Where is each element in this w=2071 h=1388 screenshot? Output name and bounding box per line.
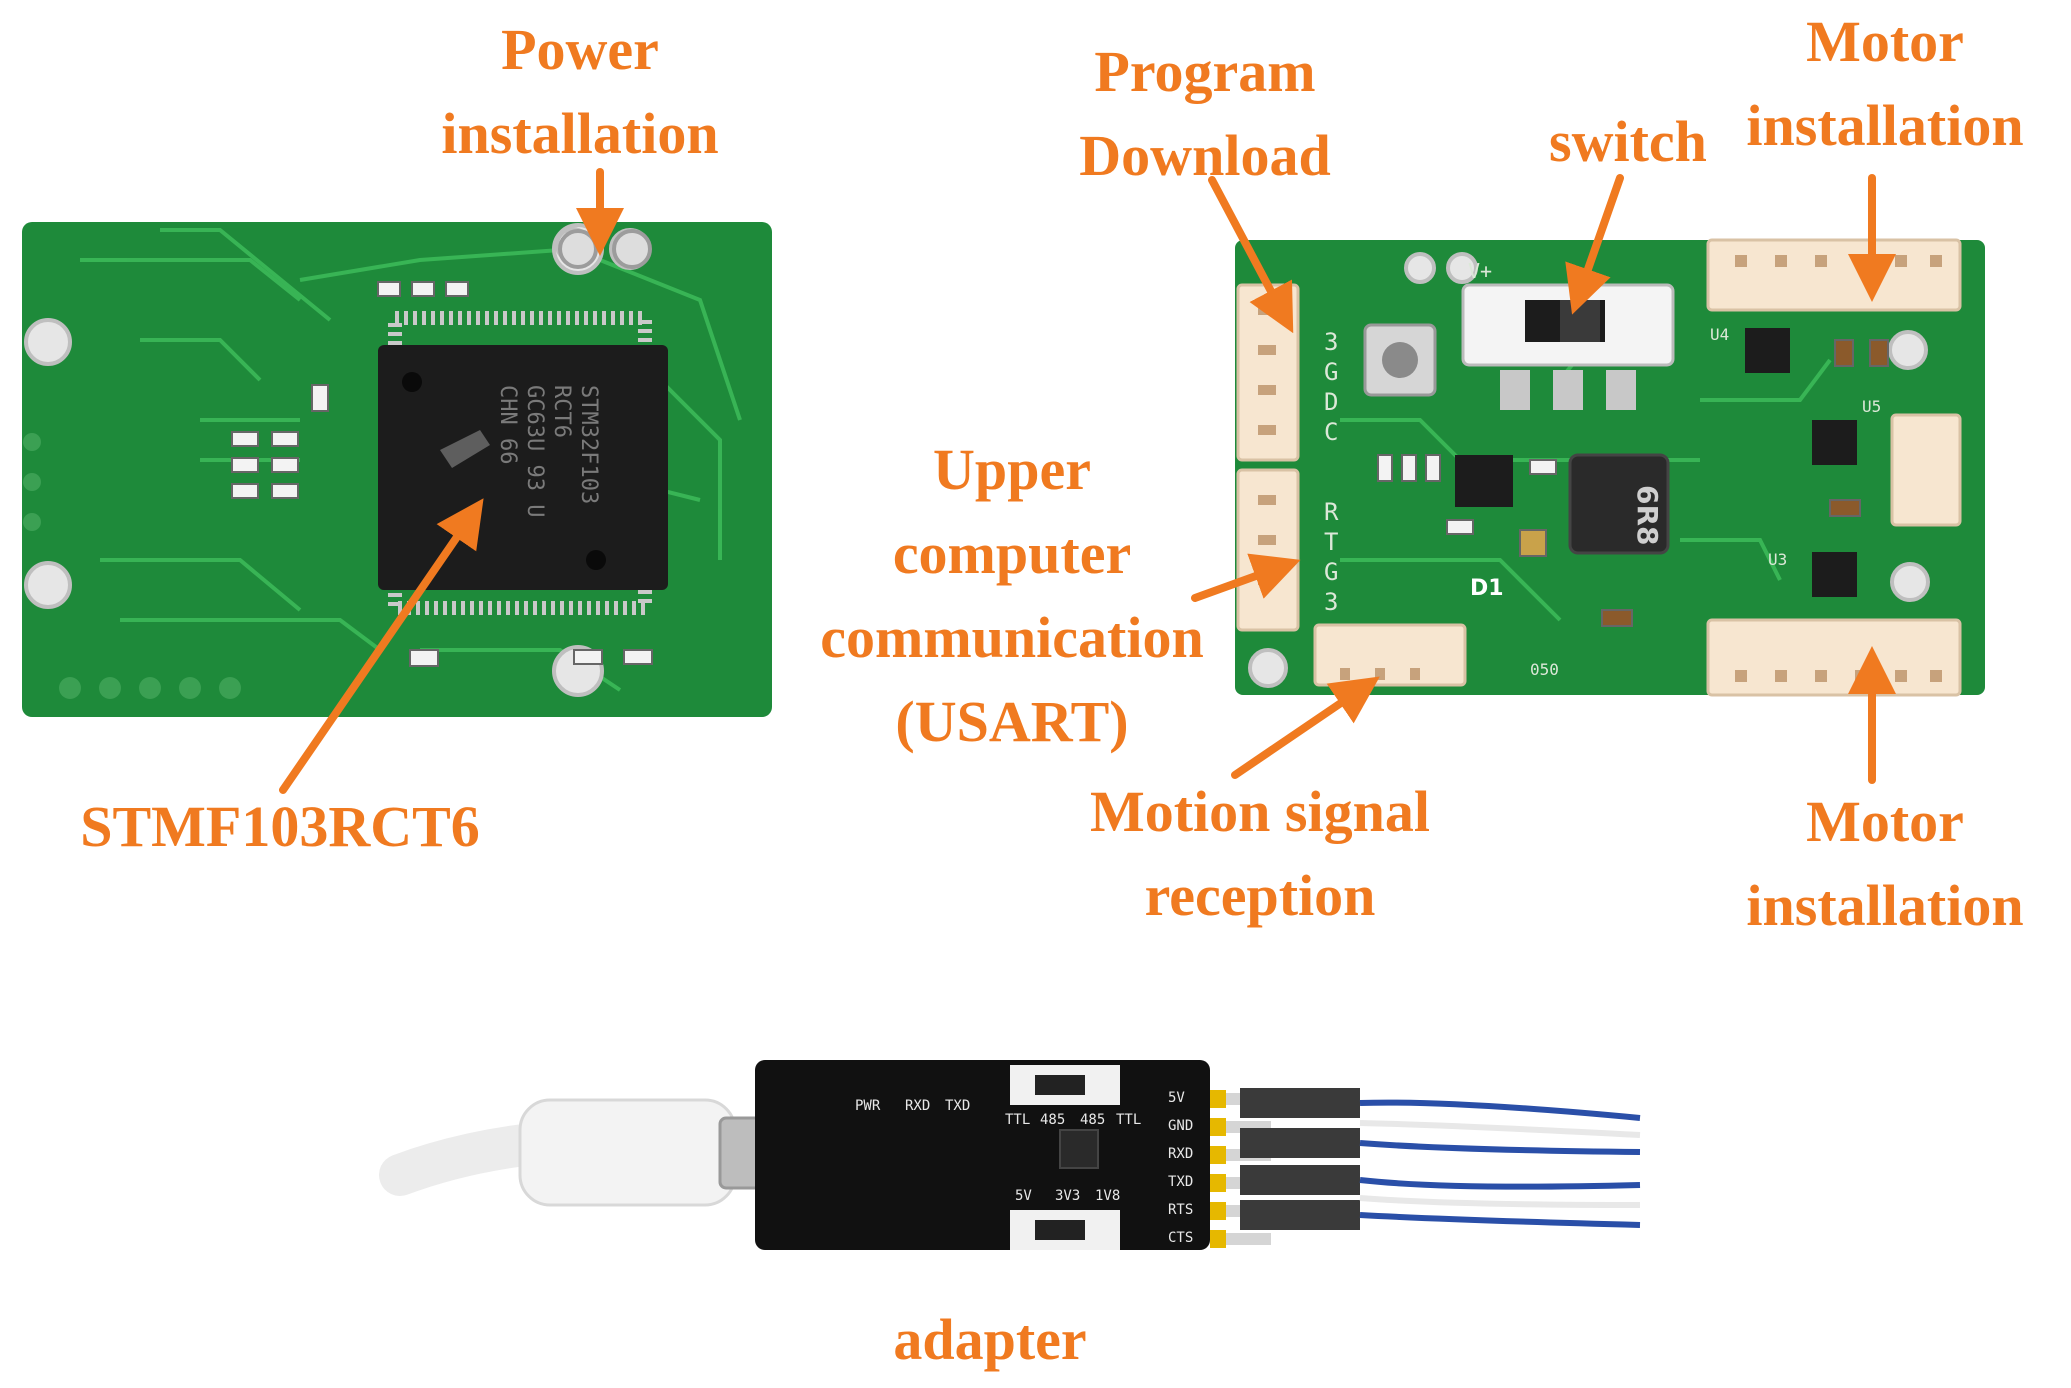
adapter-pin-label: CTS [1168,1230,1193,1246]
silk-label: U5 [1862,397,1881,416]
label-line: installation [1746,873,2024,938]
adapter-label: RXD [905,1098,930,1114]
adapter-label: PWR [855,1098,881,1114]
adapter-pin-label: RTS [1168,1202,1193,1218]
label-adapter: adapter [820,1298,1160,1382]
silk-label: U3 [1768,550,1787,569]
chip-marking-line: STM32F103 [576,385,601,504]
inductor-marking: 6R8 [1631,485,1664,546]
chip-marking-line: CHN 66 [495,385,520,464]
label-line: installation [441,101,719,166]
st-logo [440,430,490,468]
label-line: Motion signal [1090,779,1430,844]
label-line: Motor [1806,789,1964,854]
label-motor-top: Motor installation [1715,0,2055,168]
label-upper-computer: Upper computer communication (USART) [782,428,1242,764]
label-line: Upper [933,437,1091,502]
driver-board: 3 G D C R T G 3 V+ [1235,238,1985,697]
arrow-switch [1565,174,1624,315]
silk-label: C [1324,418,1338,446]
silk-label: D [1324,388,1338,416]
adapter-label: 1V8 [1095,1188,1120,1204]
adapter-pin-label: RXD [1168,1146,1193,1162]
label-motion-signal: Motion signal reception [1040,770,1480,938]
motor-header-bottom [1706,618,1962,697]
adapter-pin-label: TXD [1168,1174,1193,1190]
motor-header-top [1706,238,1962,312]
adapter-label: 5V [1015,1188,1032,1204]
silk-label: V+ [1468,259,1492,283]
adapter-pin-label: 5V [1168,1090,1185,1106]
adapter-label: TXD [945,1098,970,1114]
silk-label: G [1324,358,1338,386]
label-motor-bottom: Motor installation [1715,780,2055,948]
arrow-program [1208,176,1294,334]
label-line: Power [501,17,659,82]
silk-label: 050 [1530,660,1559,679]
slide-switch [1461,283,1675,410]
silk-label: T [1324,528,1338,556]
adapter-pin-label: GND [1168,1118,1193,1134]
silk-label: 3 [1324,588,1338,616]
adapter-label: TTL [1116,1112,1141,1128]
chip-marking-line: RCT6 [549,385,574,438]
label-line: Download [1079,123,1331,188]
usb-adapter: 5V GND RXD TXD RTS CTS PWR RXD TXD TTL 4… [379,1060,1641,1250]
silk-label: R [1324,498,1339,526]
mcu-board: STM32F103 RCT6 GC63U 93 U CHN 66 [22,222,772,717]
label-chip: STMF103RCT6 [35,785,525,869]
adapter-label: 485 [1040,1112,1065,1128]
arrow-motion [1231,676,1380,779]
label-line: Motor [1806,9,1964,74]
label-line: STMF103RCT6 [80,794,480,859]
chip-marking-line: GC63U 93 U [522,385,547,517]
label-line: communication [820,605,1204,670]
label-line: adapter [893,1307,1087,1372]
arrow-chip [279,498,484,794]
motion-signal-header [1313,623,1467,687]
label-line: reception [1144,863,1376,928]
label-program-download: Program Download [1040,30,1370,198]
adapter-label: 3V3 [1055,1188,1080,1204]
usart-header [1236,468,1300,632]
label-line: Program [1094,39,1316,104]
label-switch: switch [1518,100,1738,184]
silk-label: U4 [1710,325,1729,344]
label-line: (USART) [895,689,1129,754]
adapter-label: TTL [1005,1112,1030,1128]
label-line: switch [1549,109,1707,174]
inductor: 6R8 [1568,453,1670,555]
program-download-header [1236,283,1300,462]
silk-label: G [1324,558,1338,586]
silk-label: D1 [1470,576,1504,601]
arrow-usart [1191,553,1301,602]
label-line: computer [892,521,1132,586]
silk-label: 3 [1324,328,1338,356]
adapter-label: 485 [1080,1112,1105,1128]
label-line: installation [1746,93,2024,158]
label-power-installation: Power installation [400,8,760,176]
